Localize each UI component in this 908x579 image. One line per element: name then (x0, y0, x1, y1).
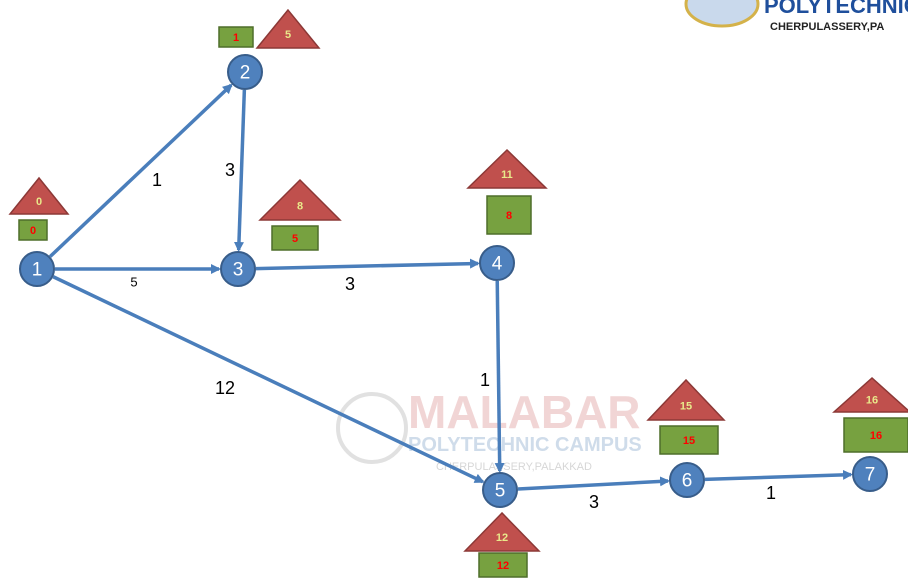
weights-layer: 1 3 5 3 1 12 3 1 (130, 160, 776, 512)
node-label-3: 3 (233, 260, 244, 281)
node-label-6: 6 (682, 471, 693, 492)
edge-weight-6-7: 1 (766, 483, 776, 503)
edge-1-5 (52, 275, 485, 484)
node-circle-3 (220, 251, 256, 287)
watermark-sub2: CHERPULASSERY,PALAKKAD (436, 461, 592, 473)
latest-time-triangle-2 (255, 8, 321, 49)
latest-time-7: 16 (866, 394, 878, 406)
node-label-4: 4 (492, 254, 503, 275)
earliest-time-box-6 (659, 425, 719, 455)
node-5: 5 (482, 472, 518, 508)
watermark-seal-icon (336, 392, 408, 464)
earliest-time-5: 12 (497, 560, 509, 572)
edges-layer (48, 83, 854, 491)
earliest-time-7: 16 (870, 430, 882, 442)
edge-weight-3-4: 3 (345, 274, 355, 294)
earliest-time-6: 15 (683, 435, 695, 447)
earliest-time-box-5 (478, 552, 528, 578)
node-2: 2 (227, 54, 263, 90)
edge-weight-1-3: 5 (130, 275, 137, 290)
edge-weight-1-5: 12 (215, 378, 235, 398)
latest-time-4: 11 (501, 169, 513, 181)
latest-time-triangle-6 (646, 378, 726, 421)
edge-1-2 (48, 83, 233, 258)
node-label-2: 2 (240, 63, 251, 84)
earliest-time-box-4 (486, 195, 532, 235)
edge-4-5 (494, 280, 505, 474)
watermark: MALABAR POLYTECHNIC CAMPUS CHERPULASSERY… (336, 386, 642, 473)
node-label-5: 5 (495, 481, 506, 502)
watermark-main: MALABAR (408, 386, 641, 438)
latest-time-triangle-1 (8, 176, 70, 215)
edge-weight-1-2: 1 (152, 170, 162, 190)
latest-time-1: 0 (36, 196, 42, 208)
edge-2-3 (233, 89, 247, 253)
node-circle-4 (479, 245, 515, 281)
earliest-time-2: 1 (233, 32, 239, 44)
node-circle-2 (227, 54, 263, 90)
node-1: 1 (19, 251, 55, 287)
logo-subtitle: CHERPULASSERY,PA (770, 21, 884, 33)
latest-time-triangle-3 (258, 178, 342, 221)
edge-3-4 (255, 258, 481, 271)
node-circle-5 (482, 472, 518, 508)
latest-time-6: 15 (680, 400, 692, 412)
node-circle-6 (669, 462, 705, 498)
earliest-time-box-3 (271, 225, 319, 251)
earliest-time-box-2 (218, 26, 254, 48)
edge-weight-2-3: 3 (225, 160, 235, 180)
latest-time-triangle-4 (466, 148, 548, 189)
earliest-time-box-1 (18, 219, 48, 241)
seal-icon (684, 0, 760, 28)
edge-weight-4-5: 1 (480, 370, 490, 390)
earliest-time-4: 8 (506, 210, 512, 222)
latest-time-triangle-7 (832, 376, 908, 413)
node-circle-7 (852, 456, 888, 492)
latest-time-triangle-5 (463, 511, 541, 552)
watermark-sub: POLYTECHNIC CAMPUS (408, 434, 642, 456)
edge-6-7 (704, 469, 854, 482)
node-4: 4 (479, 245, 515, 281)
edge-5-6 (517, 476, 671, 491)
latest-time-2: 5 (285, 29, 291, 41)
logo-title: POLYTECHNIC C (764, 0, 908, 18)
edge-weight-5-6: 3 (589, 492, 599, 512)
node-6: 6 (669, 462, 705, 498)
institution-logo: POLYTECHNIC C CHERPULASSERY,PA (684, 0, 908, 33)
earliest-time-3: 5 (292, 233, 298, 245)
node-circle-1 (19, 251, 55, 287)
latest-time-3: 8 (297, 200, 303, 212)
node-label-7: 7 (865, 465, 876, 486)
earliest-time-box-7 (843, 417, 908, 453)
node-7: 7 (852, 456, 888, 492)
latest-time-5: 12 (496, 532, 508, 544)
earliest-time-1: 0 (30, 225, 36, 237)
node-label-1: 1 (32, 260, 43, 281)
node-3: 3 (220, 251, 256, 287)
